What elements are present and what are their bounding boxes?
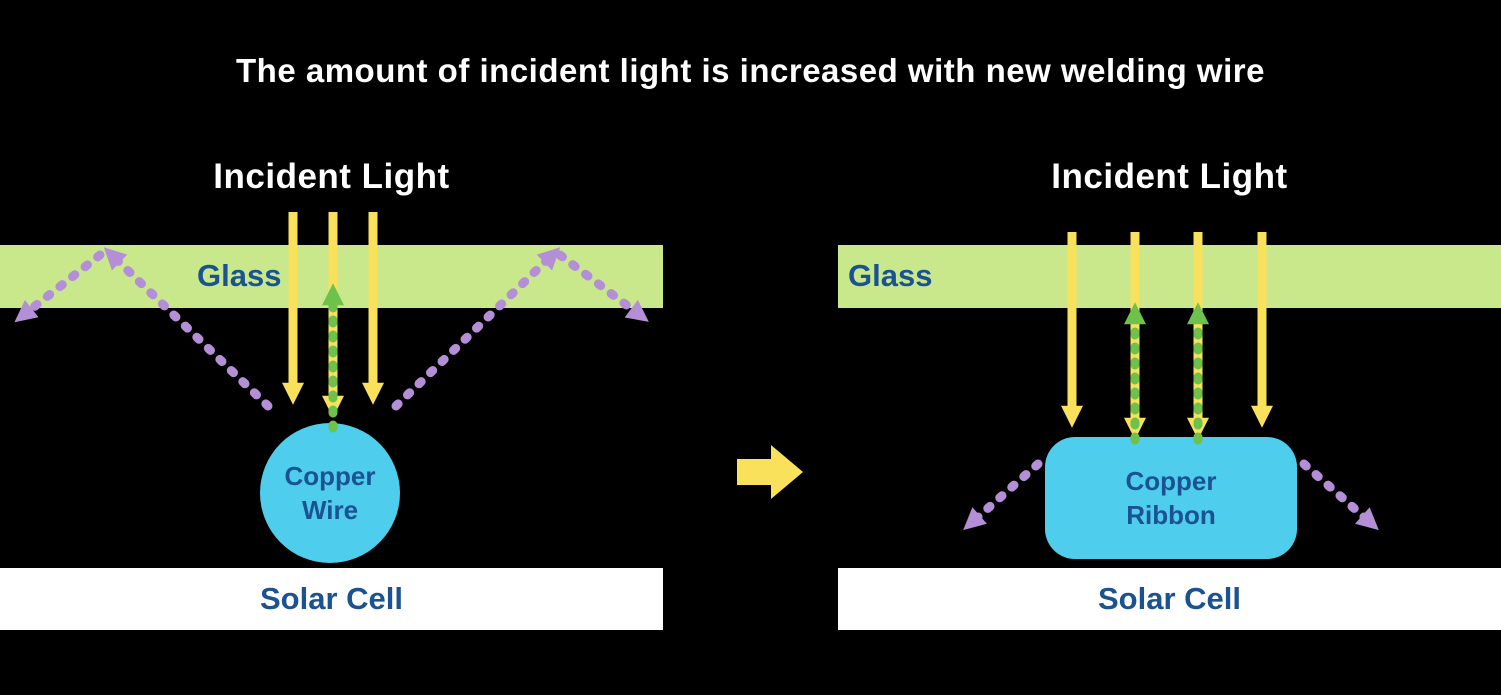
incident-light-heading-left: Incident Light xyxy=(213,157,450,196)
copper-ribbon-shape xyxy=(1045,437,1297,559)
copper-ribbon-label: Copper Ribbon xyxy=(1125,466,1217,530)
solar-cell-label-left: Solar Cell xyxy=(260,581,403,616)
diagram-title: The amount of incident light is increase… xyxy=(236,52,1265,89)
transition-right-arrow-icon xyxy=(737,445,803,499)
lost-light-arrow xyxy=(14,250,105,323)
lost-light-arrow xyxy=(555,250,649,322)
glass-layer xyxy=(838,245,1501,308)
solar-cell-layer xyxy=(838,568,1501,630)
lost-light-arrow xyxy=(391,247,561,411)
lost-light-arrow xyxy=(963,459,1043,531)
glass-label-right: Glass xyxy=(848,258,933,293)
solar-cell-label-right: Solar Cell xyxy=(1098,581,1241,616)
copper-wire-shape xyxy=(260,423,400,563)
copper-wire-label: Copper Wire xyxy=(284,461,376,525)
solar-cell-layer xyxy=(0,568,663,630)
right-panel-graphics xyxy=(838,232,1501,630)
glass-label-left: Glass xyxy=(197,258,282,293)
left-panel-graphics xyxy=(0,212,663,630)
incident-light-heading-right: Incident Light xyxy=(1051,157,1288,196)
lost-light-arrow xyxy=(1299,459,1379,531)
lost-light-arrow xyxy=(103,247,273,411)
